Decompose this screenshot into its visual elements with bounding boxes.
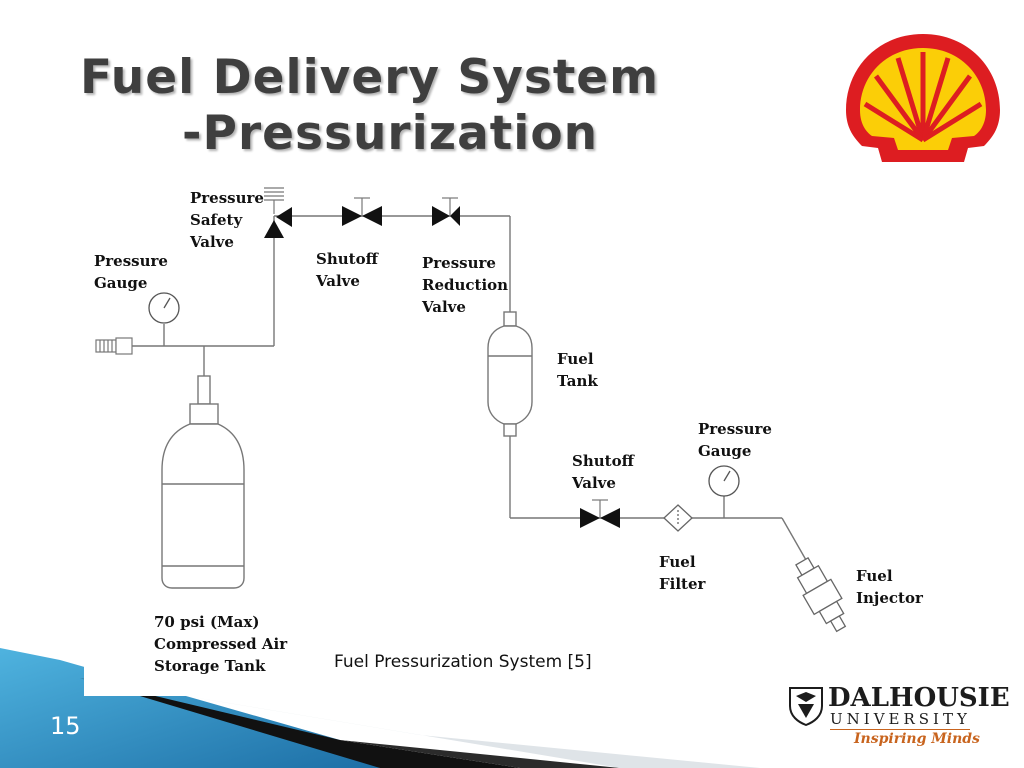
inlet-connector-icon [95, 337, 133, 355]
pressure-gauge-left-icon [148, 292, 180, 324]
label-shutoff-valve-bottom: Shutoff Valve [572, 452, 634, 492]
slide-title: Fuel Delivery System -Pressurization [80, 50, 659, 162]
university-name: DALHOUSIE [828, 683, 1010, 713]
pressure-gauge-right-icon [708, 465, 740, 497]
pressure-reduction-valve-icon [432, 197, 460, 226]
label-fuel-tank: Fuel Tank [557, 350, 598, 390]
title-line-2: -Pressurization [182, 106, 599, 161]
university-word: UNIVERSITY [830, 710, 971, 728]
university-tagline: Inspiring Minds [854, 731, 980, 747]
label-pressure-reduction-valve: Pressure Reduction Valve [422, 254, 509, 316]
label-pressure-safety-valve: Pressure Safety Valve [190, 189, 264, 251]
figure-caption: Fuel Pressurization System [5] [334, 652, 592, 672]
fuel-tank-icon [487, 311, 533, 437]
air-storage-tank-icon [161, 375, 245, 589]
label-pressure-gauge-right: Pressure Gauge [698, 420, 772, 460]
shell-logo-icon [846, 34, 1000, 162]
label-fuel-filter: Fuel Filter [659, 553, 706, 593]
label-air-storage-tank: 70 psi (Max) Compressed Air Storage Tank [154, 613, 288, 675]
dalhousie-crest-icon [789, 687, 823, 726]
fuel-injector-icon [795, 556, 847, 633]
label-fuel-injector: Fuel Injector [856, 567, 923, 607]
pressure-safety-valve-icon [264, 187, 292, 238]
fuel-filter-icon [663, 504, 693, 532]
label-shutoff-valve-top: Shutoff Valve [316, 250, 378, 290]
pipe-to-injector [781, 517, 807, 561]
label-pressure-gauge-left: Pressure Gauge [94, 252, 168, 292]
shutoff-valve-top-icon [342, 197, 382, 226]
logo-divider [830, 729, 970, 730]
slide-number: 15 [50, 712, 81, 740]
title-line-1: Fuel Delivery System [80, 50, 660, 105]
shutoff-valve-bottom-icon [580, 499, 620, 528]
